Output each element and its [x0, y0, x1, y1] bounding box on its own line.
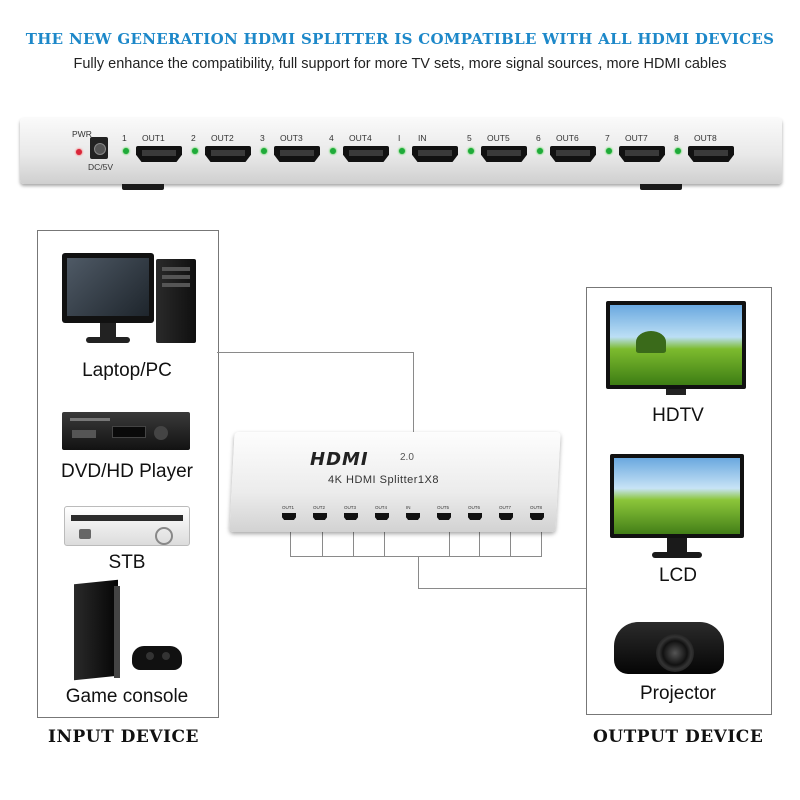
panel-port-label: OUT6	[556, 133, 579, 143]
pwr-label: PWR	[72, 129, 92, 139]
hdmi-port	[205, 146, 251, 162]
panel-port-label: OUT8	[694, 133, 717, 143]
splitter-mini-port-label: IN	[406, 505, 411, 510]
dc-label: DC/5V	[88, 162, 114, 172]
panel-port-number: 3	[260, 133, 265, 143]
pwr-led	[76, 149, 82, 155]
input-wire-horizontal	[217, 352, 413, 353]
panel-port-label: OUT5	[487, 133, 510, 143]
stb-icon	[64, 506, 190, 546]
hdmi-port	[550, 146, 596, 162]
device-label-stb: STB	[108, 552, 146, 573]
hdmi-port	[481, 146, 527, 162]
output-wire-drop	[353, 522, 354, 556]
panel-port-number: 7	[605, 133, 610, 143]
headline: THE NEW GENERATION HDMI SPLITTER IS COMP…	[25, 30, 775, 48]
panel-foot-right	[640, 184, 682, 190]
panel-foot-left	[122, 184, 164, 190]
panel-port-label: IN	[418, 133, 427, 143]
device-label-lcd: LCD	[658, 565, 697, 586]
splitter-mini-port	[437, 513, 451, 520]
output-wire-drop	[510, 522, 511, 556]
panel-port-number: 5	[467, 133, 472, 143]
output-wire-drop	[384, 522, 385, 556]
device-label-projector: Projector	[639, 683, 717, 704]
splitter-mini-port	[499, 513, 513, 520]
output-wire-drop	[418, 556, 419, 588]
splitter-mini-port-label: OUT3	[344, 505, 357, 510]
splitter-mini-port	[344, 513, 358, 520]
hdmi-port	[619, 146, 665, 162]
panel-port-led	[675, 148, 681, 154]
panel-port-led	[192, 148, 198, 154]
splitter-mini-port	[375, 513, 389, 520]
device-label-game-console: Game console	[65, 686, 189, 707]
device-label-dvd: DVD/HD Player	[61, 461, 193, 482]
dc-jack	[90, 137, 108, 159]
output-wire-drop	[479, 522, 480, 556]
lcd-monitor-icon	[610, 454, 744, 538]
output-wire-drop	[322, 522, 323, 556]
panel-port-label: OUT1	[142, 133, 165, 143]
panel-port-number: 1	[122, 133, 127, 143]
output-wire-horizontal	[418, 588, 586, 589]
device-label-hdtv: HDTV	[652, 405, 704, 426]
output-wire-bus	[290, 512, 542, 557]
splitter-mini-port	[406, 513, 420, 520]
panel-port-led	[330, 148, 336, 154]
splitter-mini-port-label: OUT1	[282, 505, 295, 510]
hdmi-port	[412, 146, 458, 162]
hdtv-stand	[666, 389, 686, 395]
device-label-laptop: Laptop/PC	[82, 360, 172, 381]
panel-port-label: OUT2	[211, 133, 234, 143]
splitter-mini-port-label: OUT8	[530, 505, 543, 510]
hdtv-icon	[606, 301, 746, 389]
panel-port-led	[537, 148, 543, 154]
panel-port-label: OUT7	[625, 133, 648, 143]
subheadline: Fully enhance the compatibility, full su…	[73, 56, 727, 72]
splitter-mini-port-label: OUT4	[375, 505, 388, 510]
hdmi-port	[274, 146, 320, 162]
input-device-title: INPUT DEVICE	[48, 727, 199, 747]
splitter-mini-port-label: OUT6	[468, 505, 481, 510]
splitter-model-label: 4K HDMI Splitter1X8	[328, 474, 439, 486]
panel-port-number: 6	[536, 133, 541, 143]
panel-port-number: I	[398, 133, 401, 143]
hdmi-port	[688, 146, 734, 162]
splitter-mini-port	[282, 513, 296, 520]
panel-port-label: OUT4	[349, 133, 372, 143]
splitter-mini-port-label: OUT5	[437, 505, 450, 510]
splitter-mini-port	[313, 513, 327, 520]
output-wire-drop	[449, 522, 450, 556]
panel-port-led	[468, 148, 474, 154]
panel-port-number: 4	[329, 133, 334, 143]
panel-port-led	[399, 148, 405, 154]
panel-port-number: 2	[191, 133, 196, 143]
hdmi-version: 2.0	[400, 452, 414, 463]
output-device-title: OUTPUT DEVICE	[593, 727, 764, 747]
splitter-mini-port	[468, 513, 482, 520]
panel-port-number: 8	[674, 133, 679, 143]
panel-port-led	[123, 148, 129, 154]
hdmi-logo: HDMI	[310, 449, 369, 470]
panel-port-led	[261, 148, 267, 154]
dvd-player-icon	[62, 412, 190, 450]
splitter-mini-port-label: OUT7	[499, 505, 512, 510]
panel-port-led	[606, 148, 612, 154]
lcd-neck	[667, 538, 687, 552]
splitter-mini-port	[530, 513, 544, 520]
splitter-mini-port-label: OUT2	[313, 505, 326, 510]
hdmi-port	[343, 146, 389, 162]
lcd-base	[652, 552, 702, 558]
panel-port-label: OUT3	[280, 133, 303, 143]
hdmi-port	[136, 146, 182, 162]
